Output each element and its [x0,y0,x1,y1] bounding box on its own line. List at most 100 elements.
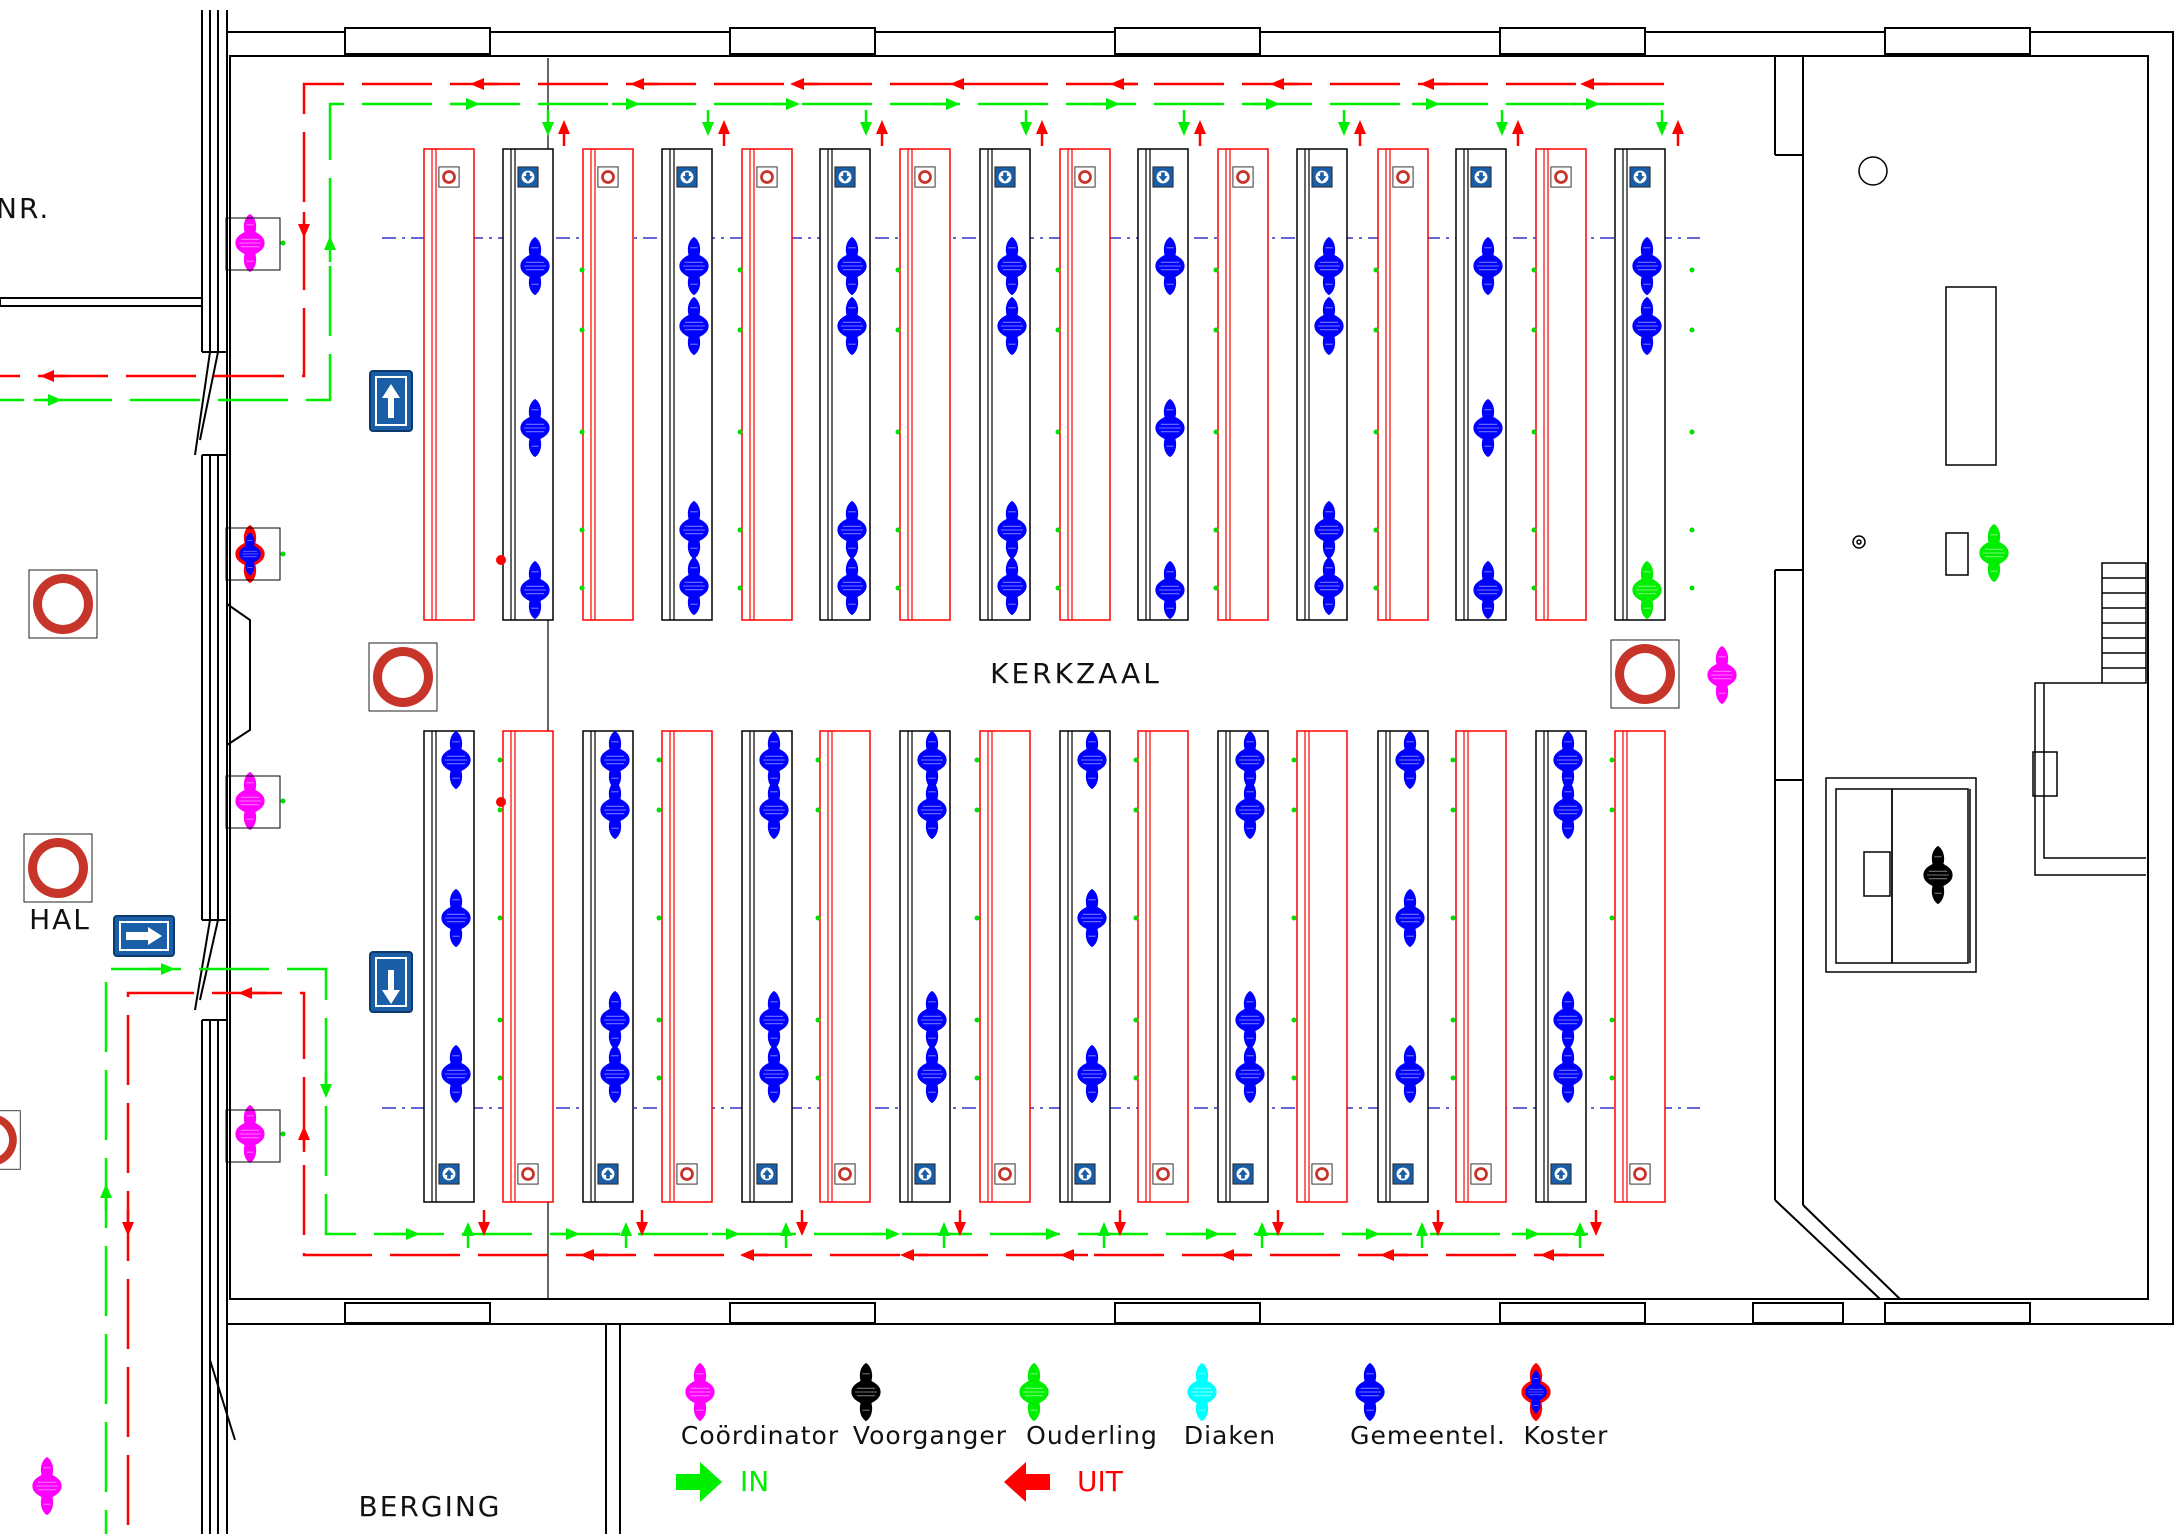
route-arrow [406,1228,420,1240]
route-arrow [1110,78,1124,90]
route-arrow [161,963,175,975]
route-arrow [954,1222,966,1236]
seat-marker [1609,1075,1615,1081]
route-arrow [1266,98,1280,110]
route-arrow [40,370,54,382]
route-line [0,102,1664,402]
seat-marker [737,267,743,273]
seat-marker [1133,1017,1139,1023]
seat-marker [737,327,743,333]
route-line [126,991,1604,1534]
seat-marker [1133,915,1139,921]
legend-item-label: Coördinator [681,1421,839,1450]
person-marker-icon [1187,1362,1217,1422]
no-entry-sign-icon [28,569,98,639]
one-way-arrow-sign-icon [914,1163,936,1185]
route-arrow [1420,78,1434,90]
seat-marker [1531,585,1537,591]
pew-occupied [1455,148,1507,621]
seat-marker [1373,327,1379,333]
route-arrow [900,1249,914,1261]
one-way-arrow-sign-icon [113,915,175,957]
route-arrow [1354,120,1366,134]
seat-marker [815,915,821,921]
route-arrow [876,120,888,134]
pew-closed [741,148,793,621]
marker-box [225,217,281,271]
route-arrow [1060,1249,1074,1261]
route-arrow [1580,78,1594,90]
route-arrow [1020,122,1032,136]
person-marker-icon [1923,845,1953,905]
route-arrow [1220,1249,1234,1261]
route-arrow [462,1222,474,1236]
route-arrow [298,1126,310,1140]
route-arrow [938,1222,950,1236]
legend-item: Gemeentel. [1350,1362,1505,1450]
pew-occupied [1377,730,1429,1203]
no-entry-sign-icon [597,166,619,188]
seat-marker [1609,915,1615,921]
route-arrow [558,120,570,134]
route-arrow [1106,98,1120,110]
route-arrow [566,1228,580,1240]
seat-marker [1055,327,1061,333]
seat-marker [1055,267,1061,273]
route-arrow [626,98,640,110]
seat-marker [280,551,286,557]
seat-marker [1291,915,1297,921]
route-arrow [470,78,484,90]
seat-marker [1213,585,1219,591]
route-arrow [630,78,644,90]
no-entry-sign-icon [914,166,936,188]
route-arrow [466,98,480,110]
seat-marker [1689,429,1695,435]
route-arrow [796,1222,808,1236]
no-entry-sign-icon [1629,1163,1651,1185]
route-arrow [580,1249,594,1261]
seat-marker [974,757,980,763]
pew-closed [979,730,1031,1203]
pew-closed [1296,730,1348,1203]
seat-marker [1291,807,1297,813]
seat-marker [1609,757,1615,763]
seat-marker [1450,915,1456,921]
route-arrow [1574,1222,1586,1236]
seat-marker [579,527,585,533]
one-way-arrow-sign-icon [1232,1163,1254,1185]
seat-marker [497,1017,503,1023]
pew-occupied [423,730,475,1203]
seat-marker [656,1075,662,1081]
person-marker-icon [685,1362,715,1422]
one-way-arrow-sign-icon [1629,166,1651,188]
route-arrow [780,1222,792,1236]
route-arrow [478,1222,490,1236]
one-way-arrow-sign-icon [369,951,413,1013]
seat-marker [579,429,585,435]
route-arrow [1036,120,1048,134]
route-arrow [1098,1222,1110,1236]
pew-occupied [819,148,871,621]
route-arrow [718,120,730,134]
seat-marker [1213,527,1219,533]
legend-item: Voorganger [851,1362,1007,1450]
route-arrow [1526,1228,1540,1240]
route-arrow [636,1222,648,1236]
legend-item-label: Voorganger [853,1421,1007,1450]
route-arrow [1416,1222,1428,1236]
seat-marker [579,267,585,273]
legend-out-label: UIT [1077,1465,1124,1498]
person-marker-icon [1525,1369,1547,1415]
legend-out: UIT [1004,1462,1124,1502]
room-label-hall: HAL [29,903,91,936]
legend-item-label: Diaken [1184,1421,1276,1450]
pew-closed [1455,730,1507,1203]
person-marker-icon [235,1104,265,1164]
no-entry-sign-icon [1152,1163,1174,1185]
seat-marker [737,429,743,435]
no-entry-sign-icon [1232,166,1254,188]
no-entry-sign-icon [0,1110,21,1170]
pew-occupied [661,148,713,621]
seat-marker [656,807,662,813]
